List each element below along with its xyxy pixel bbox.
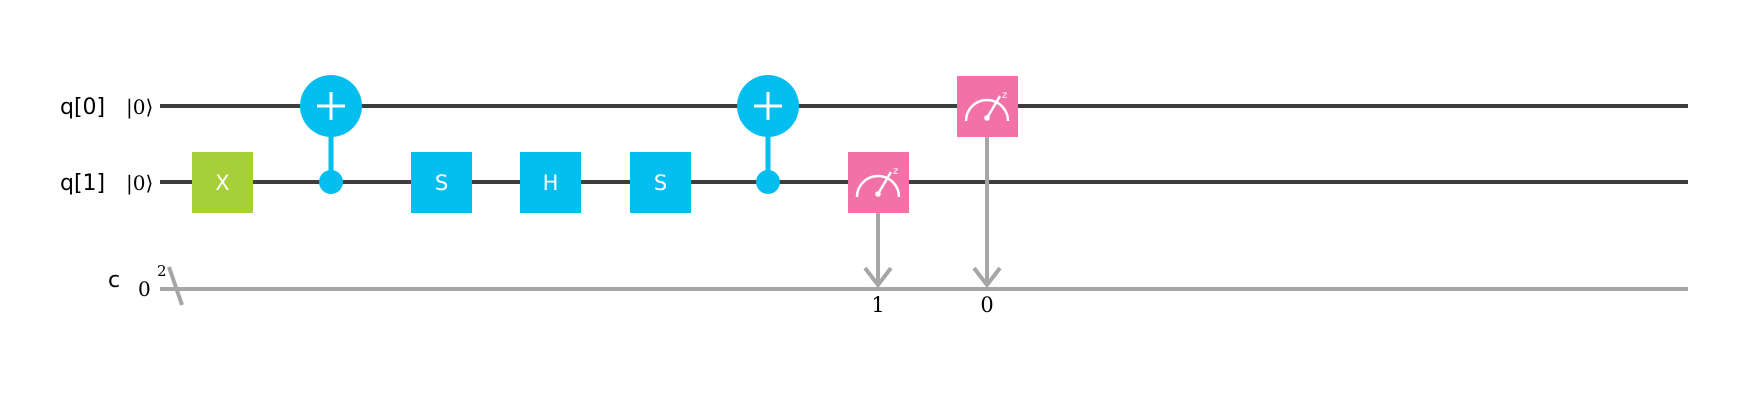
h-gate-label: H — [543, 171, 559, 195]
x-gate-label: X — [215, 171, 229, 195]
cnot2-control-dot-icon — [756, 170, 780, 194]
measure1-meter-gauge-icon — [855, 171, 901, 198]
q0-init-state: |0⟩ — [126, 95, 153, 120]
measure2-basis-label: z — [1002, 90, 1007, 101]
s-gate-1-label: S — [435, 171, 448, 195]
q1-init-state: |0⟩ — [126, 171, 153, 196]
measure2-arrowhead-icon — [972, 266, 1002, 289]
c-register-width: 2 — [157, 262, 167, 280]
measure1-arrowhead-icon — [863, 266, 893, 289]
q0-label: q[0] — [60, 95, 105, 120]
measure1-target-bit: 1 — [871, 293, 884, 317]
s-gate-2 — [630, 152, 691, 213]
classical-bus-slash — [167, 266, 184, 306]
cnot1-target-plus-circle-icon — [300, 75, 362, 137]
c-label: c — [108, 268, 120, 293]
measure1-box — [848, 152, 909, 213]
measure2-box — [957, 76, 1018, 137]
cnot2-target-plus-circle-icon — [737, 75, 799, 137]
s-gate-2-label: S — [654, 171, 667, 195]
measure2-target-bit: 0 — [980, 293, 993, 317]
cnot1-control-dot-icon — [319, 170, 343, 194]
x-gate — [192, 152, 253, 213]
s-gate-1 — [411, 152, 472, 213]
c-init-value: 0 — [138, 277, 151, 301]
measure2-meter-gauge-icon — [964, 95, 1010, 122]
q1-label: q[1] — [60, 171, 105, 196]
h-gate — [520, 152, 581, 213]
measure1-basis-label: z — [893, 166, 898, 177]
